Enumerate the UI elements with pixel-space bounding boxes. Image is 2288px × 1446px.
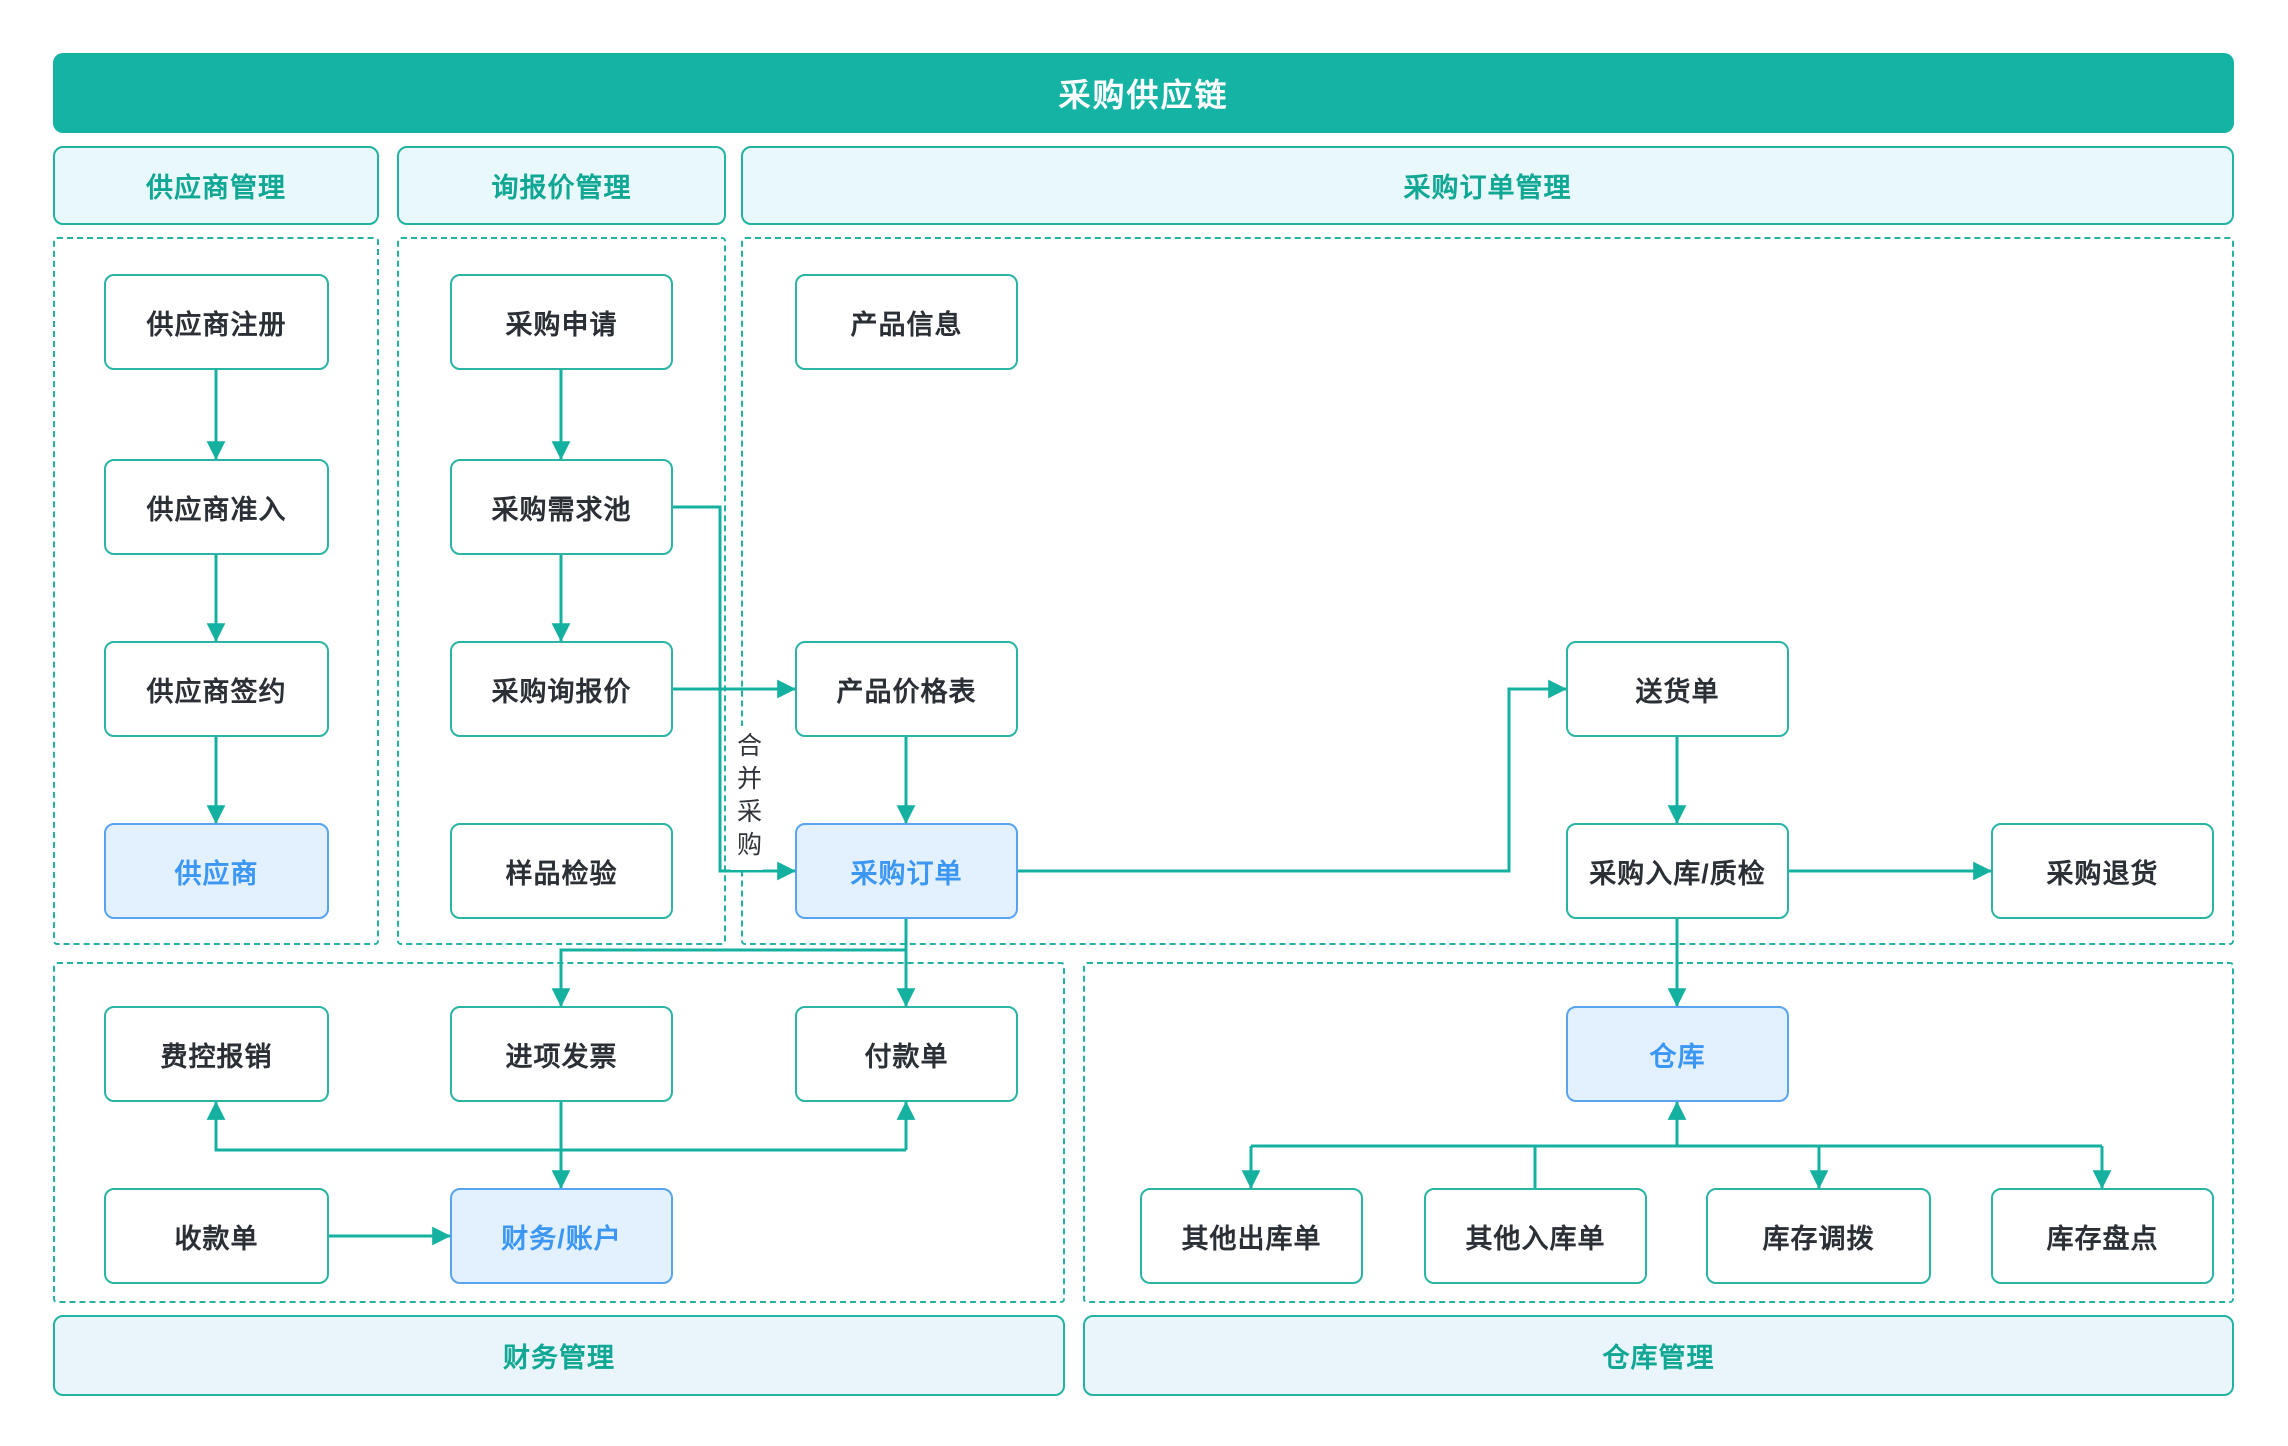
merge-purchase-edge-label: 合并采购 [731,726,763,870]
section-footer-finance-mgmt: 财务管理 [53,1315,1065,1396]
node-stock-count[interactable]: 库存盘点 [1991,1188,2214,1284]
node-purchase-order[interactable]: 采购订单 [795,823,1018,919]
node-demand-pool[interactable]: 采购需求池 [450,459,673,555]
node-finance-account[interactable]: 财务/账户 [450,1188,673,1284]
node-purchase-rfq[interactable]: 采购询报价 [450,641,673,737]
diagram-title-banner: 采购供应链 [53,53,2234,133]
node-supplier-register[interactable]: 供应商注册 [104,274,329,370]
node-price-list[interactable]: 产品价格表 [795,641,1018,737]
node-purchase-request[interactable]: 采购申请 [450,274,673,370]
section-header-supplier-mgmt: 供应商管理 [53,146,379,225]
node-product-info[interactable]: 产品信息 [795,274,1018,370]
node-supplier-admit[interactable]: 供应商准入 [104,459,329,555]
section-header-po-mgmt: 采购订单管理 [741,146,2234,225]
zone-warehouse-mgmt [1083,962,2234,1303]
section-header-rfq-mgmt: 询报价管理 [397,146,726,225]
zone-supplier-mgmt [53,237,379,945]
node-expense-claim[interactable]: 费控报销 [104,1006,329,1102]
node-stock-transfer[interactable]: 库存调拨 [1706,1188,1931,1284]
node-sample-inspect[interactable]: 样品检验 [450,823,673,919]
node-input-invoice[interactable]: 进项发票 [450,1006,673,1102]
zone-finance-mgmt [53,962,1065,1303]
node-supplier[interactable]: 供应商 [104,823,329,919]
node-delivery-note[interactable]: 送货单 [1566,641,1789,737]
section-footer-warehouse-mgmt: 仓库管理 [1083,1315,2234,1396]
node-receipt-slip[interactable]: 收款单 [104,1188,329,1284]
node-other-inbound[interactable]: 其他入库单 [1424,1188,1647,1284]
node-warehouse[interactable]: 仓库 [1566,1006,1789,1102]
node-purchase-return[interactable]: 采购退货 [1991,823,2214,919]
node-supplier-sign[interactable]: 供应商签约 [104,641,329,737]
node-inbound-qc[interactable]: 采购入库/质检 [1566,823,1789,919]
node-payment-slip[interactable]: 付款单 [795,1006,1018,1102]
node-other-outbound[interactable]: 其他出库单 [1140,1188,1363,1284]
